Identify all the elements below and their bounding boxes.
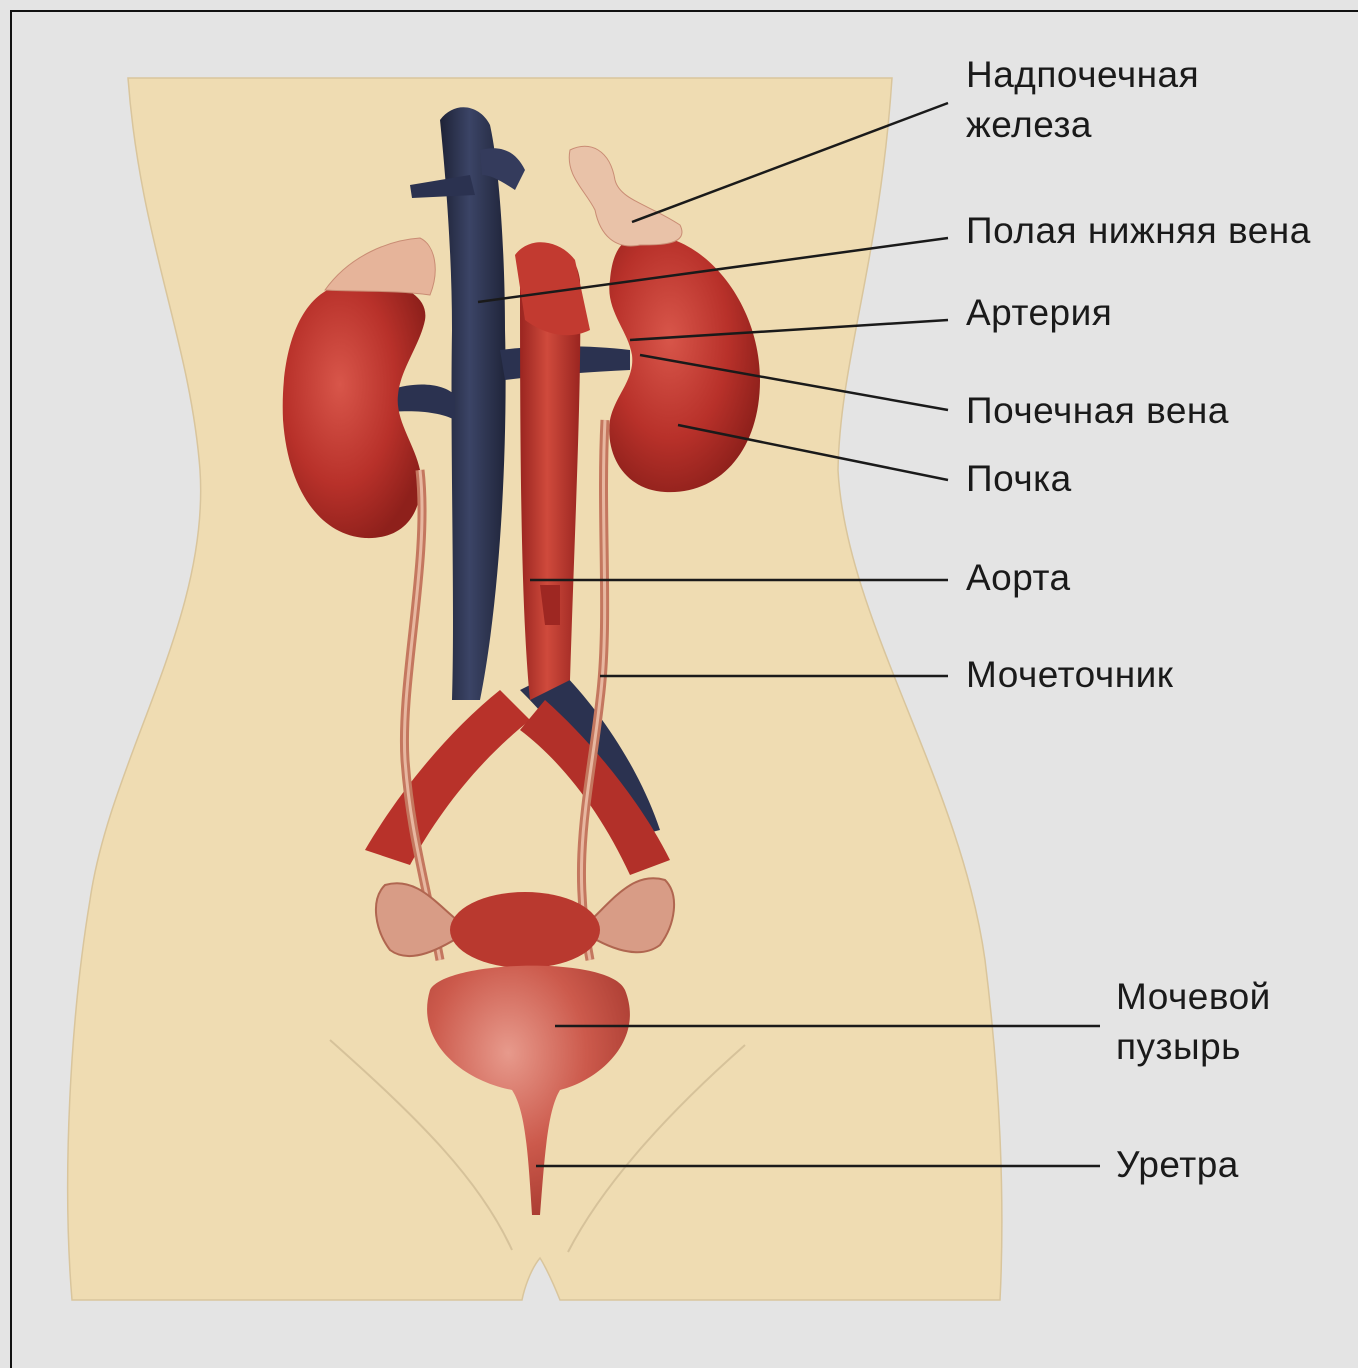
- label-urethra: Уретра: [1116, 1140, 1239, 1190]
- label-artery: Артерия: [966, 288, 1112, 338]
- label-bladder-line1: Мочевой: [1116, 972, 1271, 1022]
- label-aorta: Аорта: [966, 553, 1071, 603]
- uterus: [450, 892, 600, 968]
- label-bladder: Мочевой пузырь: [1116, 972, 1271, 1072]
- label-adrenal-line1: Надпочечная: [966, 50, 1199, 100]
- label-kidney: Почка: [966, 454, 1072, 504]
- label-renal-vein: Почечная вена: [966, 386, 1229, 436]
- label-bladder-line2: пузырь: [1116, 1022, 1271, 1072]
- label-vena-cava: Полая нижняя вена: [966, 206, 1311, 256]
- label-adrenal-line2: железа: [966, 100, 1199, 150]
- label-adrenal-gland: Надпочечная железа: [966, 50, 1199, 150]
- label-ureter: Мочеточник: [966, 650, 1174, 700]
